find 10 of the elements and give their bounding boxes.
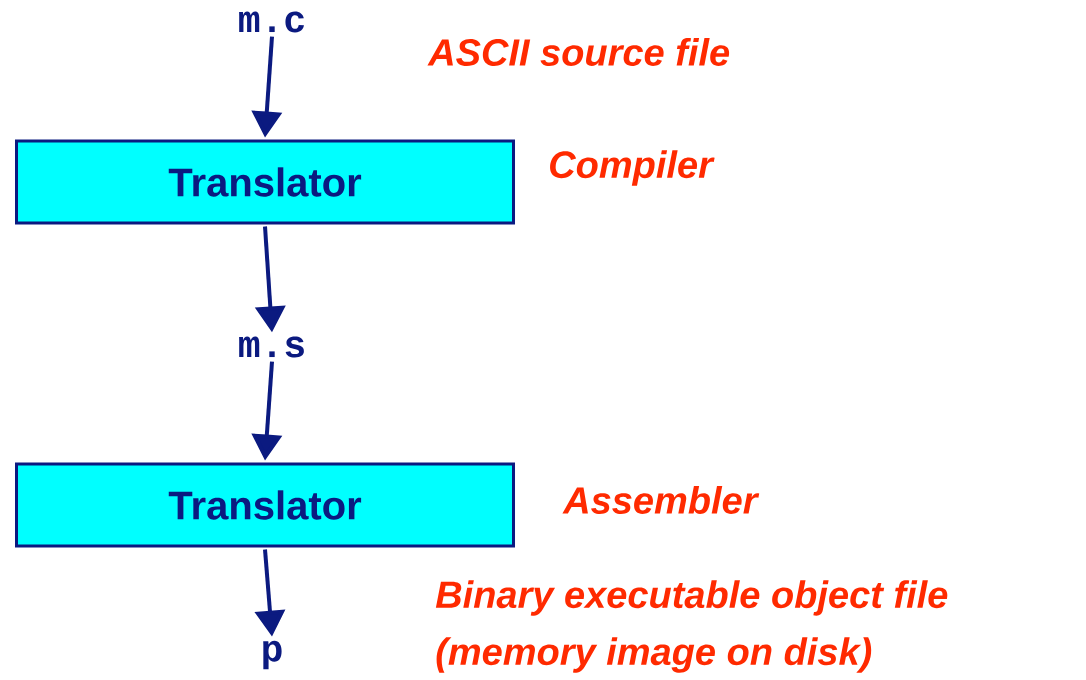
file-name: p bbox=[263, 640, 282, 670]
description-label: ASCII source file bbox=[427, 38, 730, 66]
description-label: (memory image on disk) bbox=[436, 637, 872, 673]
description-label: Binary executable object file bbox=[435, 580, 948, 616]
description-label: Assembler bbox=[562, 486, 760, 514]
description-label: Compiler bbox=[550, 150, 715, 186]
translator-box: Translator bbox=[15, 139, 515, 225]
translator-box: Translator bbox=[15, 462, 515, 548]
file-name: m.c bbox=[239, 11, 304, 33]
file-name: m.s bbox=[239, 336, 304, 358]
